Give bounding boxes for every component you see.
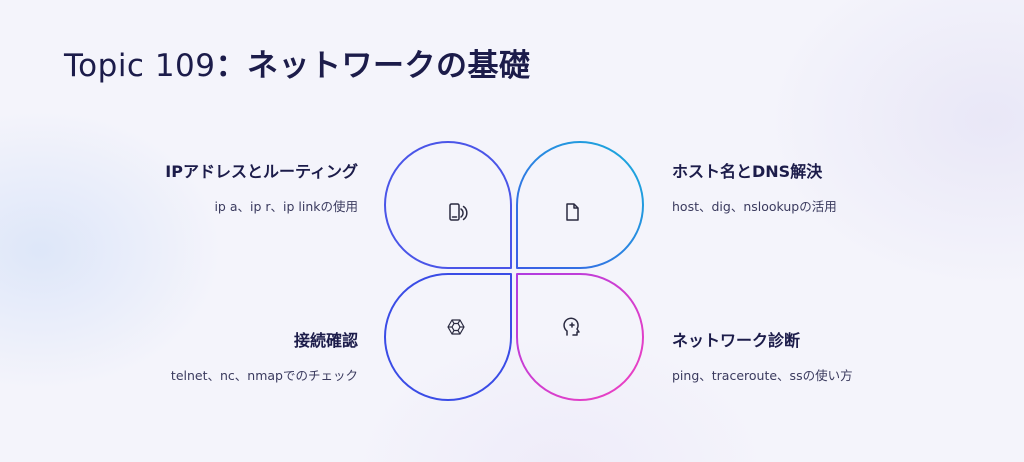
quadrant-top-left-text: IPアドレスとルーティング ip a、ip r、ip linkの使用 <box>165 158 358 215</box>
heading-network-diagnosis: ネットワーク診断 <box>672 331 801 350</box>
petal-bottom-right <box>516 273 644 401</box>
title-separator: ： <box>215 48 247 84</box>
page-title: Topic 109：ネットワークの基礎 <box>64 40 531 85</box>
desc-connection-check: telnet、nc、nmapでのチェック <box>170 368 358 383</box>
head-medical-icon <box>563 317 580 336</box>
desc-dns: host、dig、nslookupの活用 <box>672 199 837 214</box>
network-polygon-icon <box>447 319 465 335</box>
heading-dns: ホスト名とDNS解決 <box>672 162 823 181</box>
title-main: ネットワークの基礎 <box>247 48 531 84</box>
petal-top-right <box>516 141 644 269</box>
desc-network-diagnosis: ping、traceroute、ssの使い方 <box>672 368 853 383</box>
wireless-device-icon <box>449 203 468 221</box>
heading-ip-routing: IPアドレスとルーティング <box>165 162 358 181</box>
petal-bottom-left <box>384 273 512 401</box>
quadrant-bottom-left-text: 接続確認 telnet、nc、nmapでのチェック <box>171 327 358 384</box>
heading-connection-check: 接続確認 <box>293 331 358 350</box>
petal-top-left <box>384 141 512 269</box>
quadrant-bottom-right-text: ネットワーク診断 ping、traceroute、ssの使い方 <box>672 327 853 384</box>
title-topic: Topic 109 <box>64 48 216 84</box>
document-icon <box>566 203 579 221</box>
desc-ip-routing: ip a、ip r、ip linkの使用 <box>214 199 358 214</box>
quadrant-top-right-text: ホスト名とDNS解決 host、dig、nslookupの活用 <box>672 158 837 215</box>
